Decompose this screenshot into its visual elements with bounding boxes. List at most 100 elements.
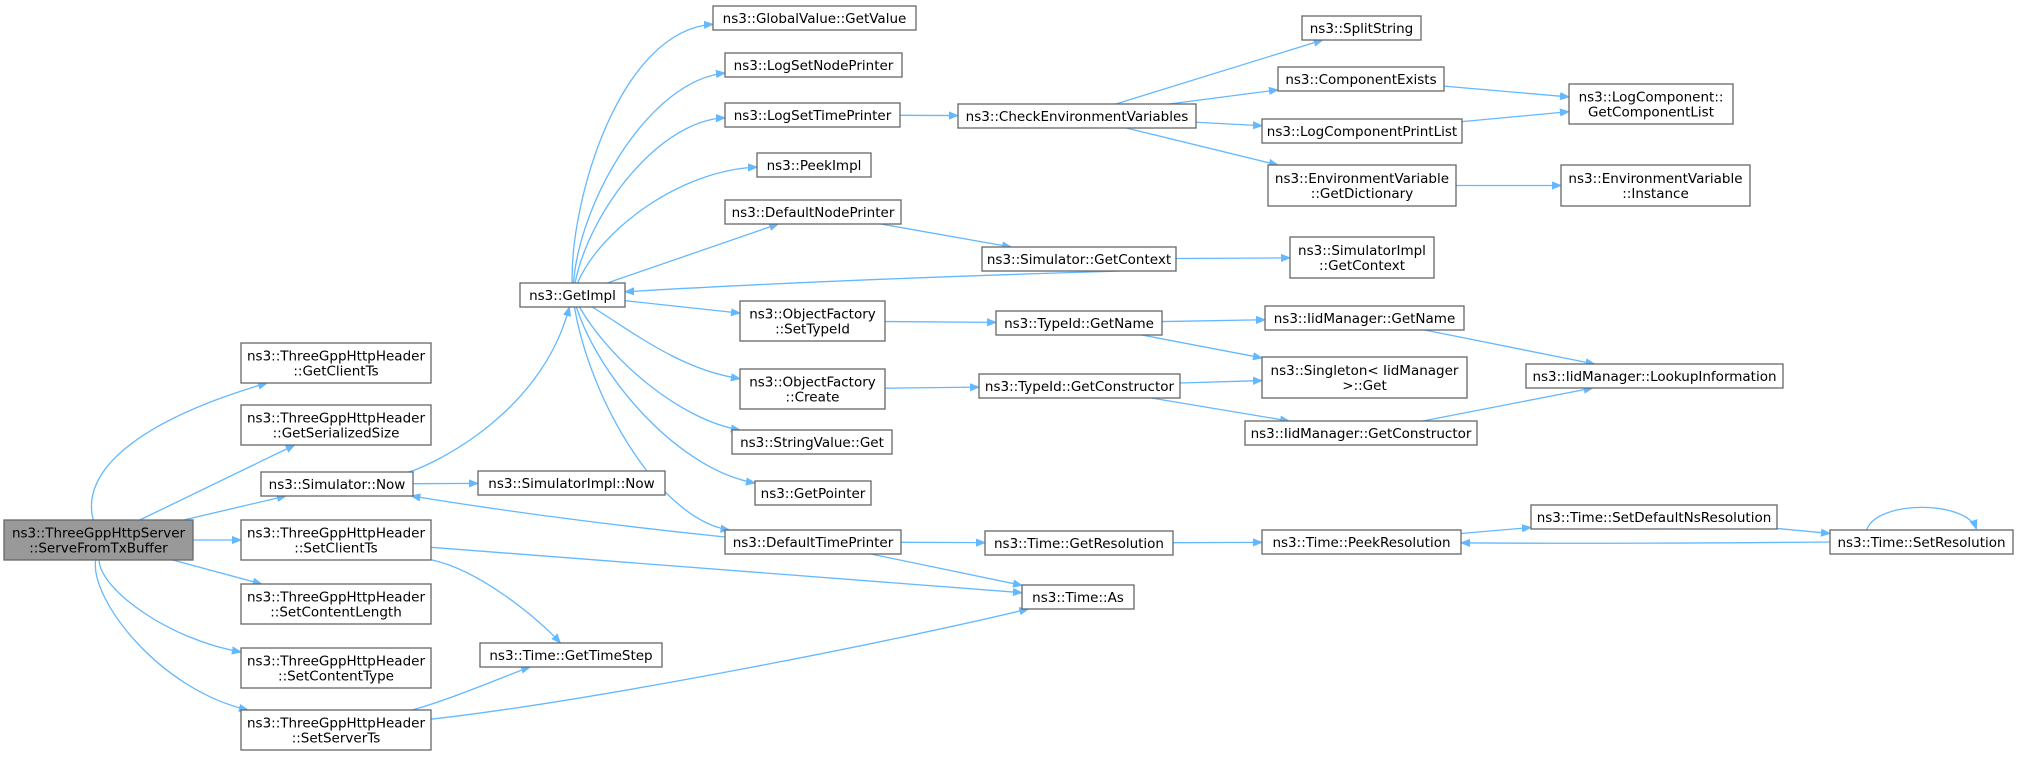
edge-serve-to-simnow: [183, 496, 286, 521]
edge-defaultnodeprinter-to-simgetcontext: [880, 223, 1011, 247]
node-label: ns3::GlobalValue::GetValue: [723, 11, 907, 27]
node-simgetcontext[interactable]: ns3::Simulator::GetContext: [981, 246, 1177, 272]
node-label: ns3::ThreeGppHttpServer: [12, 526, 186, 542]
node-box: [240, 404, 432, 446]
node-label: ::GetContext: [1319, 258, 1405, 274]
node-ofsettypeid[interactable]: ns3::ObjectFactory::SetTypeId: [739, 300, 886, 342]
node-iidgetname[interactable]: ns3::IidManager::GetName: [1264, 305, 1465, 331]
node-label: ns3::GetPointer: [761, 486, 866, 502]
node-box: [957, 103, 1197, 129]
node-label: ::SetTypeId: [775, 322, 850, 338]
node-iidlookup[interactable]: ns3::IidManager::LookupInformation: [1525, 363, 1784, 389]
node-box: [731, 429, 893, 455]
edge-componentexists-to-logcomponentgetlist: [1443, 85, 1569, 97]
node-peekimpl[interactable]: ns3::PeekImpl: [756, 152, 872, 178]
node-label: ns3::Time::PeekResolution: [1272, 535, 1450, 551]
node-typeidgetconstructor[interactable]: ns3::TypeId::GetConstructor: [978, 373, 1181, 399]
node-box: [240, 709, 432, 751]
edge-timesetdefaultns-to-timesetresolution: [1776, 527, 1830, 533]
node-checkenv[interactable]: ns3::CheckEnvironmentVariables: [957, 103, 1197, 129]
node-logsetnodeprinter[interactable]: ns3::LogSetNodePrinter: [724, 52, 903, 78]
node-label: ns3::ThreeGppHttpHeader: [247, 349, 425, 365]
node-envinstance[interactable]: ns3::EnvironmentVariable::Instance: [1560, 164, 1751, 207]
edge-defaulttimeprinter-to-simnow: [411, 496, 726, 538]
node-box: [1021, 584, 1135, 610]
node-timepeekresolution[interactable]: ns3::Time::PeekResolution: [1261, 529, 1462, 555]
node-setclientts[interactable]: ns3::ThreeGppHttpHeader::SetClientTs: [240, 519, 432, 561]
node-label: ::GetDictionary: [1311, 186, 1413, 202]
node-setserverts[interactable]: ns3::ThreeGppHttpHeader::SetServerTs: [240, 709, 432, 751]
node-label: ::SetClientTs: [294, 541, 377, 557]
node-box: [1301, 15, 1422, 41]
edge-typeidgetname-to-iidgetname: [1161, 320, 1265, 322]
node-componentexists[interactable]: ns3::ComponentExists: [1277, 66, 1445, 92]
edge-setserverts-to-gettimestep: [411, 667, 530, 711]
edge-serve-to-getserializedsize: [139, 444, 295, 521]
node-label: ns3::Time::GetResolution: [994, 536, 1164, 552]
node-gvgetvalue[interactable]: ns3::GlobalValue::GetValue: [712, 5, 917, 31]
node-label: ns3::DefaultTimePrinter: [733, 535, 894, 551]
node-stringvalueget[interactable]: ns3::StringValue::Get: [731, 429, 893, 455]
node-singletonget[interactable]: ns3::Singleton< IidManager>::Get: [1261, 356, 1468, 399]
node-box: [1829, 529, 2014, 555]
node-box: [739, 368, 886, 410]
edge-ofsettypeid-to-typeidgetname: [884, 322, 996, 323]
edge-serve-to-setserverts: [94, 559, 248, 710]
node-simnow[interactable]: ns3::Simulator::Now: [260, 471, 414, 497]
node-label: ns3::ThreeGppHttpHeader: [247, 654, 425, 670]
node-box: [240, 519, 432, 561]
node-logsettimeprinter[interactable]: ns3::LogSetTimePrinter: [724, 102, 901, 128]
node-box: [479, 642, 663, 668]
node-defaultnodeprinter[interactable]: ns3::DefaultNodePrinter: [724, 199, 902, 225]
node-label: ::SetContentType: [278, 669, 394, 685]
node-getclientts[interactable]: ns3::ThreeGppHttpHeader::GetClientTs: [240, 342, 432, 384]
node-label: ns3::EnvironmentVariable: [1568, 171, 1742, 187]
node-box: [240, 342, 432, 384]
node-label: ::SetContentLength: [270, 605, 402, 621]
edge-ofcreate-to-typeidgetconstructor: [884, 387, 979, 388]
node-getserializedsize[interactable]: ns3::ThreeGppHttpHeader::GetSerializedSi…: [240, 404, 432, 446]
node-logcomponentprintlist[interactable]: ns3::LogComponentPrintList: [1261, 118, 1463, 144]
node-box: [1264, 305, 1465, 331]
node-label: ns3::EnvironmentVariable: [1275, 171, 1449, 187]
node-splitstring[interactable]: ns3::SplitString: [1301, 15, 1422, 41]
edge-defaulttimeprinter-to-timeas: [870, 553, 1022, 585]
node-label: ns3::SplitString: [1310, 21, 1414, 37]
node-label: ns3::Time::SetResolution: [1837, 535, 2005, 551]
node-setcontenttype[interactable]: ns3::ThreeGppHttpHeader::SetContentType: [240, 647, 432, 689]
node-logcomponentgetlist[interactable]: ns3::LogComponent::GetComponentList: [1568, 83, 1734, 125]
node-getimpl[interactable]: ns3::GetImpl: [519, 282, 626, 308]
node-timegetresolution[interactable]: ns3::Time::GetResolution: [984, 530, 1174, 556]
node-envgetdictionary[interactable]: ns3::EnvironmentVariable::GetDictionary: [1267, 164, 1457, 207]
node-box: [1261, 118, 1463, 144]
node-box: [724, 199, 902, 225]
node-setcontentlength[interactable]: ns3::ThreeGppHttpHeader::SetContentLengt…: [240, 583, 432, 625]
node-label: ns3::ThreeGppHttpHeader: [247, 590, 425, 606]
node-getpointer[interactable]: ns3::GetPointer: [754, 480, 872, 506]
node-simimplnow[interactable]: ns3::SimulatorImpl::Now: [477, 470, 666, 496]
node-timesetresolution[interactable]: ns3::Time::SetResolution: [1829, 529, 2014, 555]
edge-checkenv-to-logcomponentprintlist: [1195, 122, 1262, 125]
node-timeas[interactable]: ns3::Time::As: [1021, 584, 1135, 610]
node-box: [1261, 356, 1468, 399]
node-label: ns3::StringValue::Get: [740, 435, 884, 451]
node-defaulttimeprinter[interactable]: ns3::DefaultTimePrinter: [724, 529, 902, 555]
node-typeidgetname[interactable]: ns3::TypeId::GetName: [995, 310, 1163, 336]
node-simimplgetcontext[interactable]: ns3::SimulatorImpl::GetContext: [1289, 236, 1435, 279]
node-timesetdefaultns[interactable]: ns3::Time::SetDefaultNsResolution: [1530, 504, 1778, 530]
node-label: ::GetSerializedSize: [273, 426, 400, 442]
node-label: ns3::SimulatorImpl::Now: [488, 476, 654, 492]
edge-getimpl-to-logsetnodeprinter: [572, 73, 725, 284]
node-label: ::ServeFromTxBuffer: [29, 541, 168, 557]
edge-getimpl-to-peekimpl: [576, 167, 757, 284]
node-label: ns3::Time::GetTimeStep: [489, 648, 652, 664]
node-ofcreate[interactable]: ns3::ObjectFactory::Create: [739, 368, 886, 410]
node-label: ::SetServerTs: [292, 731, 381, 747]
node-label: ns3::Time::As: [1032, 590, 1124, 606]
node-iidgetconstructor[interactable]: ns3::IidManager::GetConstructor: [1244, 420, 1478, 446]
edge-getimpl-to-getpointer: [575, 306, 755, 483]
node-gettimestep[interactable]: ns3::Time::GetTimeStep: [479, 642, 663, 668]
node-serve[interactable]: ns3::ThreeGppHttpServer::ServeFromTxBuff…: [3, 519, 194, 561]
node-box: [1568, 83, 1734, 125]
